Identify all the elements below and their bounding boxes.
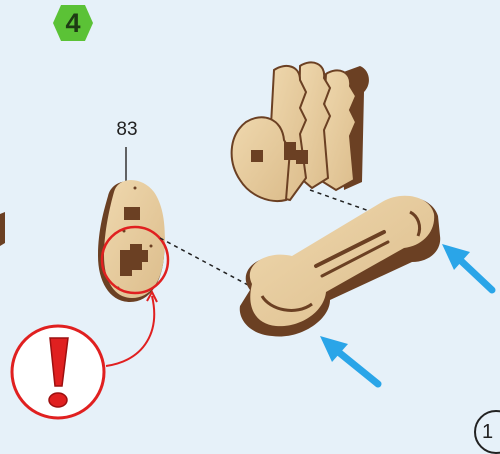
push-arrow-icon (320, 336, 378, 384)
page-number: 1 (482, 421, 493, 444)
assembly-diagram (0, 0, 500, 443)
push-arrow-icon-right (442, 244, 492, 290)
step-number: 4 (52, 4, 94, 42)
part-number-label: 83 (109, 119, 145, 141)
left-edge-part (0, 212, 5, 246)
warning-connector (106, 296, 154, 366)
lever-rod-part (240, 196, 440, 337)
step-badge: 4 (52, 4, 94, 42)
exclamation-icon (12, 326, 104, 418)
layered-block-part (232, 62, 369, 201)
